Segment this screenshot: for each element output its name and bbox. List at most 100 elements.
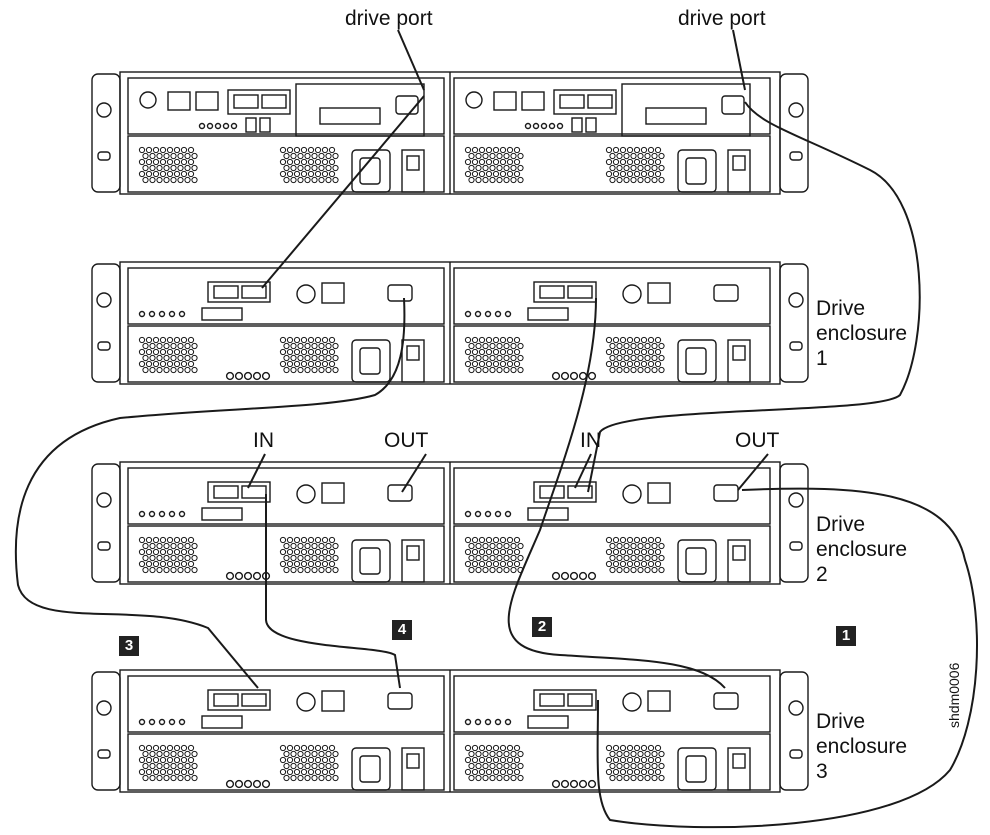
vent-hole	[156, 354, 163, 362]
vent-hole	[616, 750, 623, 758]
rack-ear-left	[91, 263, 121, 383]
vent-hole	[517, 774, 524, 782]
status-led	[243, 779, 253, 789]
status-led	[504, 310, 512, 318]
vent-hole	[503, 366, 510, 374]
vent-hole	[314, 560, 322, 568]
drive-enclosure-chassis	[91, 261, 809, 385]
vent-hole	[478, 336, 486, 344]
vent-hole	[647, 744, 655, 752]
enclosure-1-number: 1	[816, 347, 828, 370]
vent-hole	[152, 170, 160, 178]
vent-hole	[489, 354, 496, 362]
vent-hole	[623, 342, 630, 350]
vent-hole	[328, 548, 336, 556]
vent-hole	[626, 756, 634, 764]
leader-in-right	[574, 453, 592, 489]
vent-hole	[626, 146, 634, 154]
vent-hole	[173, 336, 181, 344]
vent-hole	[616, 762, 623, 770]
status-led	[474, 718, 482, 726]
vent-hole	[489, 342, 496, 350]
vent-hole	[658, 542, 665, 550]
vent-hole	[640, 336, 648, 344]
vent-hole	[283, 762, 290, 770]
rack-ear-left	[91, 463, 121, 583]
vent-hole	[286, 536, 294, 544]
vent-hole	[475, 774, 482, 782]
vent-hole	[503, 566, 510, 574]
status-led	[252, 779, 262, 789]
vent-hole	[145, 768, 153, 776]
vent-hole	[297, 774, 304, 782]
power-socket	[351, 339, 391, 383]
vent-hole	[616, 164, 623, 172]
vent-hole	[177, 366, 184, 374]
esm-body	[127, 675, 445, 733]
power-switch-rocker	[732, 155, 746, 171]
vent-hole	[300, 744, 308, 752]
vent-hole	[328, 348, 336, 356]
vent-hole	[619, 560, 627, 568]
vent-hole	[184, 774, 191, 782]
in-port	[539, 693, 565, 707]
vent-hole	[293, 536, 301, 544]
serial-port	[622, 284, 642, 304]
enclosure-2-type: enclosure	[816, 538, 908, 561]
vent-hole	[159, 336, 167, 344]
in-ports	[533, 281, 597, 303]
vent-hole	[510, 750, 517, 758]
vent-hole	[630, 366, 637, 374]
vent-hole	[279, 536, 287, 544]
status-led	[138, 310, 146, 318]
vent-hole	[163, 354, 170, 362]
vent-hole	[166, 170, 174, 178]
power-switch-rocker	[732, 345, 746, 361]
vent-hole	[149, 762, 156, 770]
vent-hole	[138, 348, 146, 356]
callout-badge-2: 2	[532, 617, 552, 637]
vent-hole	[283, 566, 290, 574]
ethernet-port	[493, 91, 517, 111]
vent-grille	[464, 336, 524, 374]
vent-hole	[159, 548, 167, 556]
vent-hole	[616, 152, 623, 160]
vent-hole	[644, 152, 651, 160]
in-label-right: IN	[580, 429, 601, 452]
vent-hole	[145, 756, 153, 764]
power-switch-rocker	[406, 345, 420, 361]
vent-hole	[304, 164, 311, 172]
vent-hole	[626, 560, 634, 568]
vent-hole	[191, 164, 198, 172]
vent-hole	[321, 560, 329, 568]
vent-hole	[612, 548, 620, 556]
vent-hole	[503, 762, 510, 770]
leader-drive-port-right	[732, 29, 746, 91]
vent-hole	[464, 336, 472, 344]
vent-hole	[187, 360, 195, 368]
vent-hole	[506, 756, 514, 764]
vent-hole	[286, 744, 294, 752]
vent-hole	[180, 744, 188, 752]
vent-hole	[149, 542, 156, 550]
status-led	[540, 122, 548, 130]
vent-hole	[318, 542, 325, 550]
vent-hole	[468, 762, 475, 770]
power-supply-body	[127, 733, 445, 791]
vent-hole	[332, 152, 339, 160]
vent-hole	[482, 342, 489, 350]
in-port	[567, 485, 593, 499]
vent-hole	[647, 170, 655, 178]
vent-hole	[159, 560, 167, 568]
port-latch	[571, 117, 583, 133]
vent-hole	[630, 354, 637, 362]
status-led	[464, 510, 472, 518]
vent-hole	[145, 146, 153, 154]
vent-hole	[489, 750, 496, 758]
vent-hole	[311, 774, 318, 782]
power-supply	[453, 325, 771, 383]
controller-body	[127, 77, 445, 135]
vent-hole	[170, 774, 177, 782]
vent-hole	[616, 774, 623, 782]
vent-hole	[138, 768, 146, 776]
